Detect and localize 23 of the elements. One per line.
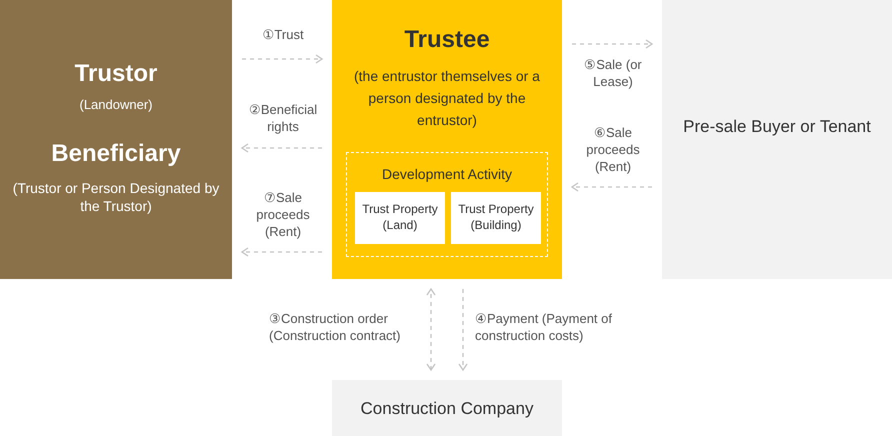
arrow: [571, 182, 652, 192]
box-text: Trust Property (Building): [457, 202, 535, 234]
property-box: [451, 192, 541, 244]
arrow: [242, 54, 323, 64]
role-title: Trustor: [74, 59, 158, 89]
role-title: Beneficiary: [51, 139, 181, 170]
activity-group: [346, 152, 548, 257]
property-box: [355, 192, 445, 244]
role-note: (the entrustor themselves or a person designated by the entrustor): [353, 67, 541, 130]
arrow: [458, 289, 468, 371]
arrow: [572, 39, 653, 49]
role-note: (Trustor or Person Designated by the Trustor): [12, 179, 220, 216]
group-title: Development Activity: [382, 165, 512, 184]
box-text: Construction Company: [360, 398, 534, 420]
arrow: [426, 288, 436, 371]
arrow: [241, 143, 322, 153]
arrow: [241, 247, 322, 257]
role-note: (Landowner): [80, 97, 152, 114]
box-text: Trust Property (Land): [361, 202, 439, 234]
role-title: Trustee: [404, 25, 490, 55]
party-box: [332, 0, 562, 279]
party-box: [0, 0, 232, 279]
box-text: Pre-sale Buyer or Tenant: [683, 116, 871, 138]
